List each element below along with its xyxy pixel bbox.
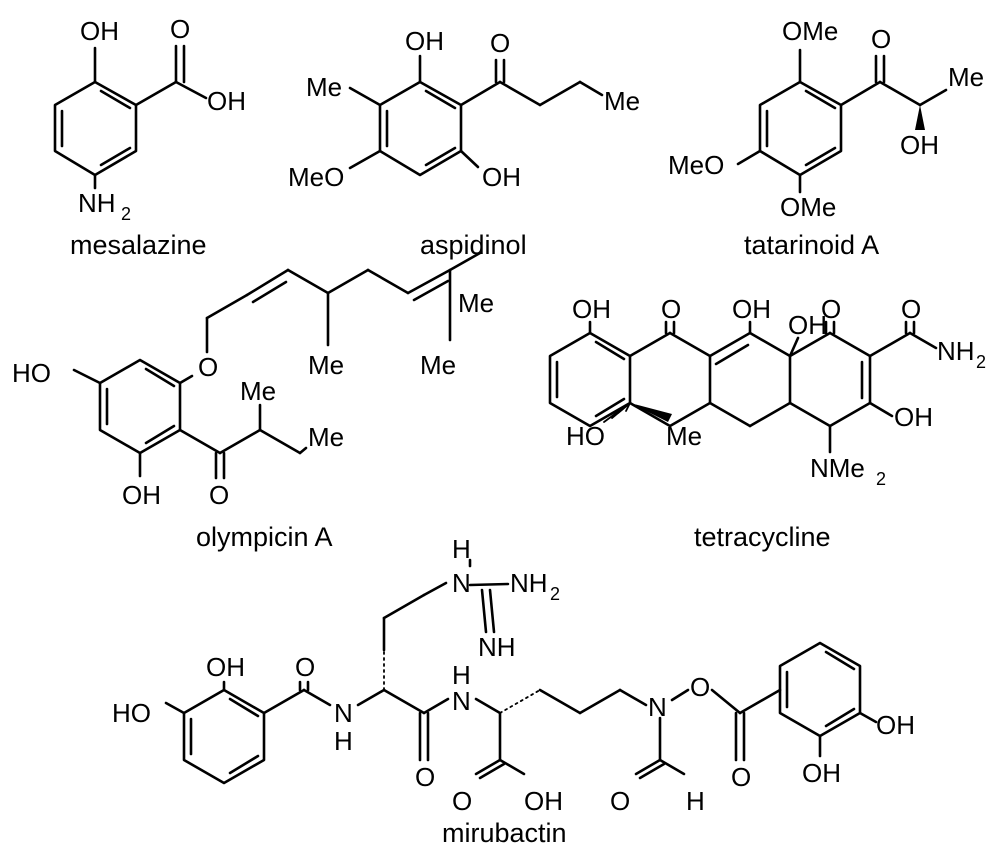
tetracycline-oh-c3-label: OH <box>894 402 933 432</box>
tetracycline-amide-o-label: O <box>901 294 921 324</box>
mirubactin-structure: H N NH 2 NH OH HO O N H O N H O OH N O O… <box>112 534 915 848</box>
tetracycline-nme2-subscript: 2 <box>876 469 886 489</box>
mirubactin-left-ho-label: HO <box>112 698 151 728</box>
tetracycline-nh2-subscript: 2 <box>976 352 986 372</box>
mesalazine-oh-label: OH <box>80 16 119 46</box>
mirubactin-guanidine-n-label: N <box>452 568 471 598</box>
mesalazine-name: mesalazine <box>70 230 207 260</box>
aspidinol-oh-top-label: OH <box>405 26 444 56</box>
aspidinol-ketone-o-label: O <box>490 28 510 58</box>
olympicin-me-tail-bottom-label: Me <box>420 350 456 380</box>
tatarinoid-me-label: Me <box>948 62 984 92</box>
olympicin-ether-o-label: O <box>198 352 218 382</box>
mirubactin-acid-oh-label: OH <box>524 786 563 816</box>
tetracycline-o-c11-label: O <box>661 294 681 324</box>
tetracycline-oh-c12-label: OH <box>732 294 771 324</box>
tatarinoid-ome-top-label: OMe <box>782 16 838 46</box>
mirubactin-name: mirubactin <box>442 818 567 848</box>
aspidinol-name: aspidinol <box>420 230 527 260</box>
mirubactin-left-oh-label: OH <box>206 652 245 682</box>
mirubactin-amide1-o-label: O <box>295 652 315 682</box>
mirubactin-amide2-n-label: N <box>452 686 471 716</box>
mesalazine-acid-oh-label: OH <box>207 86 246 116</box>
mirubactin-acid-o-label: O <box>452 786 472 816</box>
tatarinoid-a-name: tatarinoid A <box>744 230 879 260</box>
mirubactin-hydroxamate-n-label: N <box>648 692 667 722</box>
olympicin-me-tail-top-label: Me <box>458 288 494 318</box>
mirubactin-guanidine-nh2-subscript: 2 <box>550 584 560 604</box>
tatarinoid-meo-label: MeO <box>668 150 724 180</box>
olympicin-oh-bottom-label: OH <box>122 480 161 510</box>
olympicin-me-ethyl-label: Me <box>308 422 344 452</box>
mirubactin-guanidine-nh-label: NH <box>510 568 548 598</box>
olympicin-ketone-o-label: O <box>209 480 229 510</box>
tatarinoid-ome-bottom-label: OMe <box>780 192 836 222</box>
aspidinol-chain-me-label: Me <box>604 86 640 116</box>
mirubactin-formyl-o-label: O <box>610 786 630 816</box>
mesalazine-structure: OH O OH NH 2 mesalazine <box>53 14 246 260</box>
aspidinol-structure: OH O Me Me MeO OH aspidinol <box>288 26 640 260</box>
tetracycline-me-c6-label: Me <box>666 421 702 451</box>
mirubactin-right-oh-top-label: OH <box>876 710 915 740</box>
aspidinol-ring-me-label: Me <box>306 72 342 102</box>
mesalazine-nh2-subscript: 2 <box>121 204 131 224</box>
mirubactin-amide1-n-label: N <box>334 698 353 728</box>
olympicin-a-name: olympicin A <box>196 522 333 552</box>
olympicin-me-side-label: Me <box>240 376 276 406</box>
mesalazine-acid-o-label: O <box>170 14 190 44</box>
olympicin-a-structure: O Me Me Me HO Me Me O OH olympicin A <box>12 251 494 552</box>
tatarinoid-oh-label: OH <box>900 130 939 160</box>
mirubactin-guanidine-h-label: H <box>452 534 471 564</box>
tetracycline-name: tetracycline <box>694 522 831 552</box>
mirubactin-guanidine-imine-label: NH <box>478 632 516 662</box>
tetracycline-structure: OH O OH OH O O NH 2 OH HO Me NMe 2 tetra… <box>548 294 986 552</box>
mirubactin-formyl-h-label: H <box>686 786 705 816</box>
tetracycline-nme-label: NMe <box>810 453 865 483</box>
tetracycline-oh-c12a-label: OH <box>788 310 827 340</box>
tetracycline-oh-phenol-label: OH <box>572 294 611 324</box>
tatarinoid-a-structure: OMe O Me OH MeO OMe tatarinoid A <box>668 16 984 260</box>
mirubactin-amide2-o-label: O <box>415 762 435 792</box>
mirubactin-right-oh-bottom-label: OH <box>802 758 841 788</box>
tetracycline-nh-label: NH <box>937 336 975 366</box>
mirubactin-amide2-h-label: H <box>452 660 471 690</box>
mirubactin-ester-o-label: O <box>731 762 751 792</box>
mirubactin-hydroxamate-o-label: O <box>690 672 710 702</box>
tetracycline-o-c1-label: O <box>821 294 841 324</box>
mirubactin-amide1-h-label: H <box>334 726 353 756</box>
olympicin-me-branch-label: Me <box>308 350 344 380</box>
olympicin-ho-label: HO <box>12 358 51 388</box>
tetracycline-ho-c6-label: HO <box>566 421 605 451</box>
aspidinol-meo-label: MeO <box>288 162 344 192</box>
tatarinoid-ketone-o-label: O <box>871 24 891 54</box>
mesalazine-nh-label: NH <box>78 188 116 218</box>
aspidinol-oh-bottom-label: OH <box>482 162 521 192</box>
